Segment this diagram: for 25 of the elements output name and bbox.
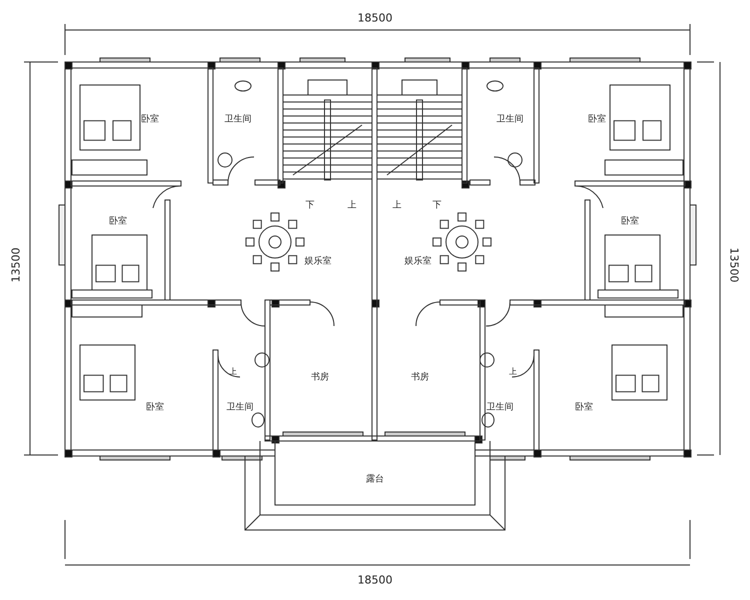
stair-direction-label: 上 xyxy=(509,368,517,376)
room-label: 娱乐室 xyxy=(404,258,432,266)
room-label: 卧室 xyxy=(146,404,164,412)
room-label: 卧室 xyxy=(588,116,606,124)
dimension-text: 18500 xyxy=(358,12,392,24)
stair-direction-label: 上 xyxy=(392,202,402,210)
stair-direction-label: 上 xyxy=(348,202,356,210)
stair-direction-label: 下 xyxy=(432,202,442,210)
room-label: 卧室 xyxy=(109,218,127,226)
room-label: 卧室 xyxy=(141,116,159,124)
stair-direction-label: 下 xyxy=(306,202,314,210)
room-label: 露台 xyxy=(366,476,384,484)
dimension-text: 13500 xyxy=(728,248,740,282)
room-label: 卧室 xyxy=(621,218,639,226)
room-label: 娱乐室 xyxy=(304,258,332,266)
room-label: 书房 xyxy=(411,374,429,382)
room-label: 卫生间 xyxy=(486,404,514,412)
stair-direction-label: 上 xyxy=(229,368,237,376)
room-label: 书房 xyxy=(311,374,329,382)
dimension-text: 13500 xyxy=(10,248,22,282)
room-label: 卫生间 xyxy=(224,116,252,124)
room-label: 卫生间 xyxy=(226,404,254,412)
room-label: 卫生间 xyxy=(496,116,524,124)
dimension-text: 18500 xyxy=(358,574,392,586)
room-label: 卧室 xyxy=(575,404,593,412)
